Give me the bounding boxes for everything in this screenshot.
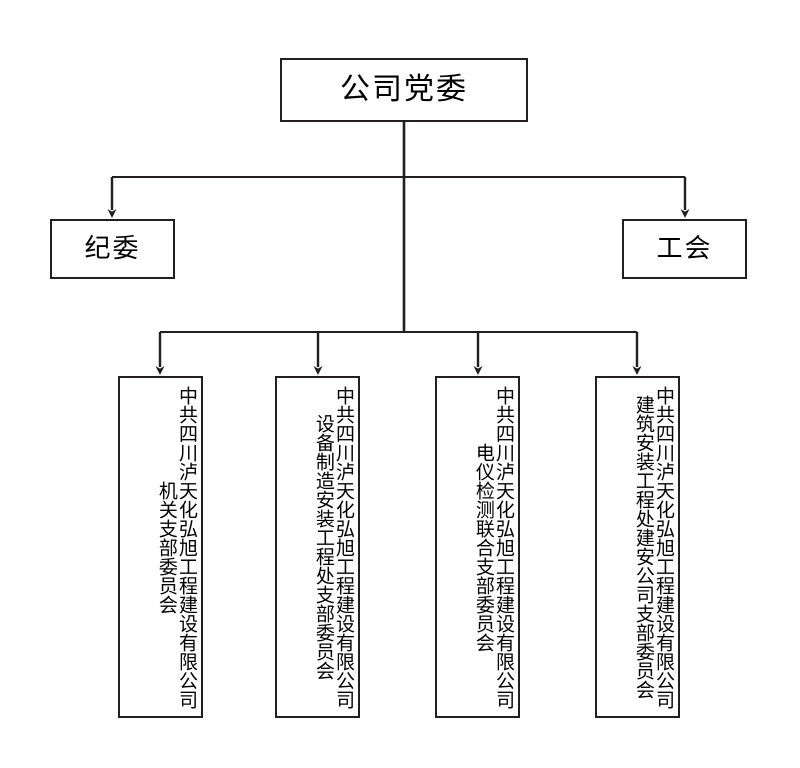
node-branch-2[interactable]: 中共四川泸天化弘旭工程建设有限公司 设备制造安装工程处支部委员会 xyxy=(275,376,360,718)
node-label-labor-union: 工会 xyxy=(656,234,713,264)
node-branch-4-unit: 建筑安装工程处建安公司支部委员会 xyxy=(632,395,655,699)
node-company-party-committee[interactable]: 公司党委 xyxy=(280,58,528,122)
node-label-discipline-commission: 纪委 xyxy=(84,234,141,264)
node-branch-3-org: 中共四川泸天化弘旭工程建设有限公司 xyxy=(493,386,515,709)
node-branch-4[interactable]: 中共四川泸天化弘旭工程建设有限公司 建筑安装工程处建安公司支部委员会 xyxy=(595,376,680,718)
node-branch-4-org: 中共四川泸天化弘旭工程建设有限公司 xyxy=(653,386,675,709)
node-branch-3[interactable]: 中共四川泸天化弘旭工程建设有限公司 电仪检测联合支部委员会 xyxy=(435,376,520,718)
node-branch-2-org: 中共四川泸天化弘旭工程建设有限公司 xyxy=(333,386,355,709)
node-branch-3-unit: 电仪检测联合支部委员会 xyxy=(472,442,495,652)
node-discipline-commission[interactable]: 纪委 xyxy=(50,219,175,279)
node-branch-1-org: 中共四川泸天化弘旭工程建设有限公司 xyxy=(176,386,198,709)
node-branch-1-unit: 机关支部委员会 xyxy=(155,480,178,614)
node-branch-1[interactable]: 中共四川泸天化弘旭工程建设有限公司 机关支部委员会 xyxy=(118,376,203,718)
node-label-root: 公司党委 xyxy=(340,72,468,107)
node-labor-union[interactable]: 工会 xyxy=(622,219,747,279)
node-branch-2-unit: 设备制造安装工程处支部委员会 xyxy=(312,414,335,680)
